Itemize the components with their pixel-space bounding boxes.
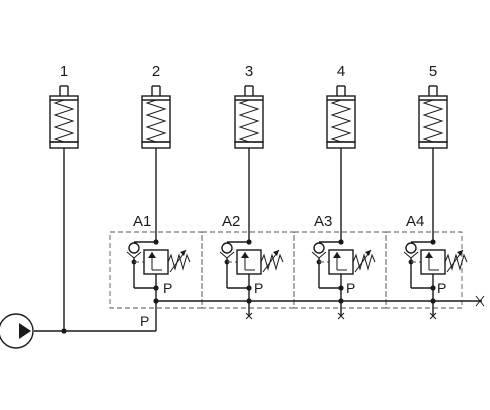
plug-icon bbox=[337, 312, 345, 320]
spring-cylinder-icon bbox=[418, 85, 448, 149]
pump-icon bbox=[0, 313, 34, 349]
consumer-label-2: 2 bbox=[152, 63, 160, 80]
valve-group bbox=[126, 148, 468, 301]
valve-port-label-a4: P bbox=[437, 280, 446, 296]
consumer-label-4: 4 bbox=[337, 63, 345, 80]
valve-block-outlines bbox=[109, 231, 463, 309]
rail-taps bbox=[245, 298, 437, 320]
pressure-reducing-valve-with-check-icon bbox=[403, 148, 468, 301]
pressure-reducing-valve-with-check-icon bbox=[126, 148, 191, 301]
consumer-label-3: 3 bbox=[245, 63, 253, 80]
valve-label-a2: A2 bbox=[222, 213, 240, 230]
valve-port-label-a1: P bbox=[163, 280, 172, 296]
valve-port-label-a2: P bbox=[254, 280, 263, 296]
cylinder-group bbox=[49, 85, 448, 149]
spring-cylinder-icon bbox=[141, 85, 171, 149]
consumer-label-5: 5 bbox=[429, 63, 437, 80]
spring-cylinder-icon bbox=[49, 85, 79, 149]
pressure-reducing-valve-with-check-icon bbox=[311, 148, 376, 301]
plug-icon bbox=[429, 312, 437, 320]
pressure-reducing-valve-with-check-icon bbox=[219, 148, 284, 301]
junction-dot bbox=[153, 298, 159, 304]
rail-end-arrow-icon bbox=[475, 295, 485, 307]
valve-block-a4 bbox=[385, 231, 463, 309]
valve-label-a3: A3 bbox=[314, 213, 332, 230]
spring-cylinder-icon bbox=[326, 85, 356, 149]
valve-label-a4: A4 bbox=[406, 213, 424, 230]
supply-port-label: P bbox=[140, 313, 149, 329]
plug-icon bbox=[245, 312, 253, 320]
junction-dot bbox=[61, 328, 67, 334]
consumer-label-1: 1 bbox=[60, 63, 68, 80]
valve-label-a1: A1 bbox=[133, 213, 151, 230]
spring-cylinder-icon bbox=[234, 85, 264, 149]
valve-port-label-a3: P bbox=[346, 280, 355, 296]
